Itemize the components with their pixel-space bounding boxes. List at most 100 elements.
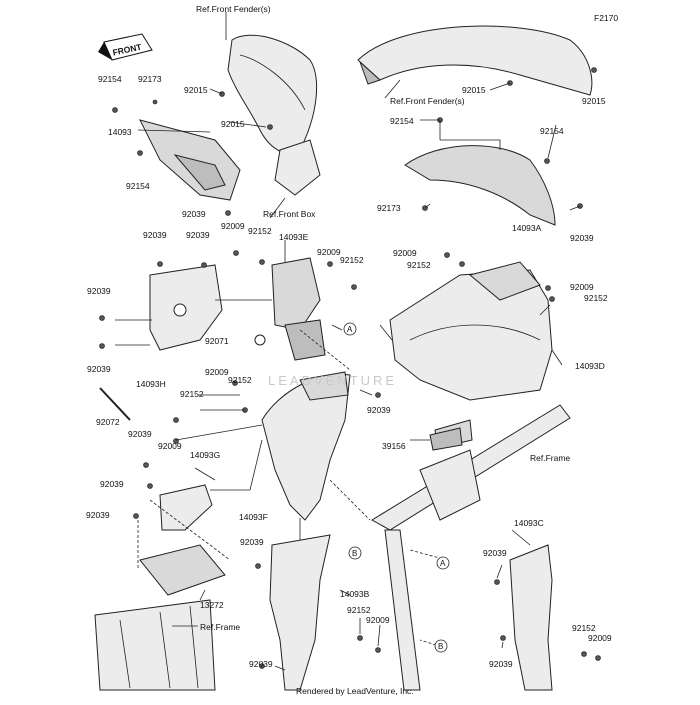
bolt-icon: [112, 107, 118, 113]
bolt-icon: [545, 285, 551, 291]
ref-front-fender-label: Ref.Front Fender(s): [196, 4, 271, 14]
bolt-icon: [459, 261, 465, 267]
part-number: 92039: [87, 286, 111, 296]
bolt-icon: [147, 483, 153, 489]
ref-frame-label: Ref.Frame: [530, 453, 570, 463]
callout-label: B: [438, 642, 443, 651]
part-number: 92039: [86, 510, 110, 520]
part-number: 92152: [407, 260, 431, 270]
part-number: 92152: [584, 293, 608, 303]
callout-label: A: [440, 559, 446, 568]
bolt-icon: [233, 250, 239, 256]
part-number: 13272: [200, 600, 224, 610]
bolt-icon: [357, 635, 363, 641]
part-number: 92009: [366, 615, 390, 625]
bolt-icon: [494, 579, 500, 585]
cover-14093e-part: [271, 257, 326, 361]
part-number: 92009: [158, 441, 182, 451]
bolt-icon: [544, 158, 550, 164]
part-number: 92154: [98, 74, 122, 84]
part-number: 92039: [249, 659, 273, 669]
part-number: 92039: [570, 233, 594, 243]
part-number: 92039: [367, 405, 391, 415]
part-number: 92009: [570, 282, 594, 292]
part-number: 14093H: [136, 379, 166, 389]
cover-14093h-part: [149, 264, 223, 351]
part-number: 14093G: [190, 450, 220, 460]
part-number: 92009: [317, 247, 341, 257]
part-number: 39156: [382, 441, 406, 451]
bolt-icon: [327, 261, 333, 267]
part-number: 92152: [248, 226, 272, 236]
cable-tie-icon: [99, 387, 131, 421]
front-fender-left-part: [227, 34, 318, 155]
callout-b-1: B: [348, 546, 362, 560]
part-number: 92009: [205, 367, 229, 377]
front-arrow-icon: FRONT: [98, 33, 153, 61]
bolt-icon: [259, 259, 265, 265]
bolt-icon: [375, 647, 381, 653]
part-number: 92154: [126, 181, 150, 191]
part-number: 92071: [205, 336, 229, 346]
ref-frame-label: Ref.Frame: [200, 622, 240, 632]
bolt-icon: [375, 392, 381, 398]
part-number: 92072: [96, 417, 120, 427]
bolt-icon: [99, 343, 105, 349]
frame-lower-left-part: [94, 599, 216, 691]
footer-credit: Rendered by LeadVenture, Inc.: [296, 686, 414, 696]
part-number: 92039: [87, 364, 111, 374]
cover-14093b-part: [269, 534, 331, 691]
bolt-icon: [157, 261, 163, 267]
bolt-icon: [591, 67, 597, 73]
part-number: 92173: [377, 203, 401, 213]
bolt-icon: [581, 651, 587, 657]
part-number: 92015: [582, 96, 606, 106]
part-number: 92154: [540, 126, 564, 136]
bolt-icon: [549, 296, 555, 302]
part-number: 14093: [108, 127, 132, 137]
cover-14093d-part: [389, 261, 553, 401]
leader-lines: [115, 12, 581, 671]
fender-flap-part: [404, 145, 556, 226]
bolt-icon: [201, 262, 207, 268]
part-number: 92152: [228, 375, 252, 385]
bolt-icon: [267, 124, 273, 130]
mat-13272-part: [139, 544, 226, 596]
part-number: 92015: [221, 119, 245, 129]
callout-a-1: A: [343, 322, 357, 336]
part-number-labels: 92154 92173 92015 14093 92015 92154 9203…: [86, 74, 612, 669]
part-number: 14093B: [340, 589, 370, 599]
callout-label: A: [347, 325, 353, 334]
part-number: 92039: [143, 230, 167, 240]
bolts: [99, 67, 601, 669]
part-number: 92039: [128, 429, 152, 439]
bolt-icon: [351, 284, 357, 290]
part-number: 92009: [588, 633, 612, 643]
part-number: 92009: [221, 221, 245, 231]
bolt-icon: [255, 563, 261, 569]
part-number: 14093F: [239, 512, 268, 522]
pad-39156-part: [429, 427, 463, 451]
part-number: 92015: [184, 85, 208, 95]
figure-code: F2170: [594, 13, 618, 23]
part-number: 92039: [483, 548, 507, 558]
part-number: 14093D: [575, 361, 605, 371]
callout-b-2: B: [434, 639, 448, 653]
part-number: 14093E: [279, 232, 309, 242]
bolt-icon: [500, 635, 506, 641]
cover-14093f-part: [261, 371, 351, 521]
part-number: 92009: [393, 248, 417, 258]
cover-14093c-part: [509, 544, 553, 691]
part-number: 14093C: [514, 518, 544, 528]
bolt-icon: [137, 150, 143, 156]
front-box-bracket-part: [274, 139, 321, 196]
callout-label: B: [352, 549, 357, 558]
bolt-icon: [133, 513, 139, 519]
part-number: 92015: [462, 85, 486, 95]
bolt-icon: [143, 462, 149, 468]
bolt-icon: [595, 655, 601, 661]
bolt-icon: [173, 417, 179, 423]
part-number: 92173: [138, 74, 162, 84]
